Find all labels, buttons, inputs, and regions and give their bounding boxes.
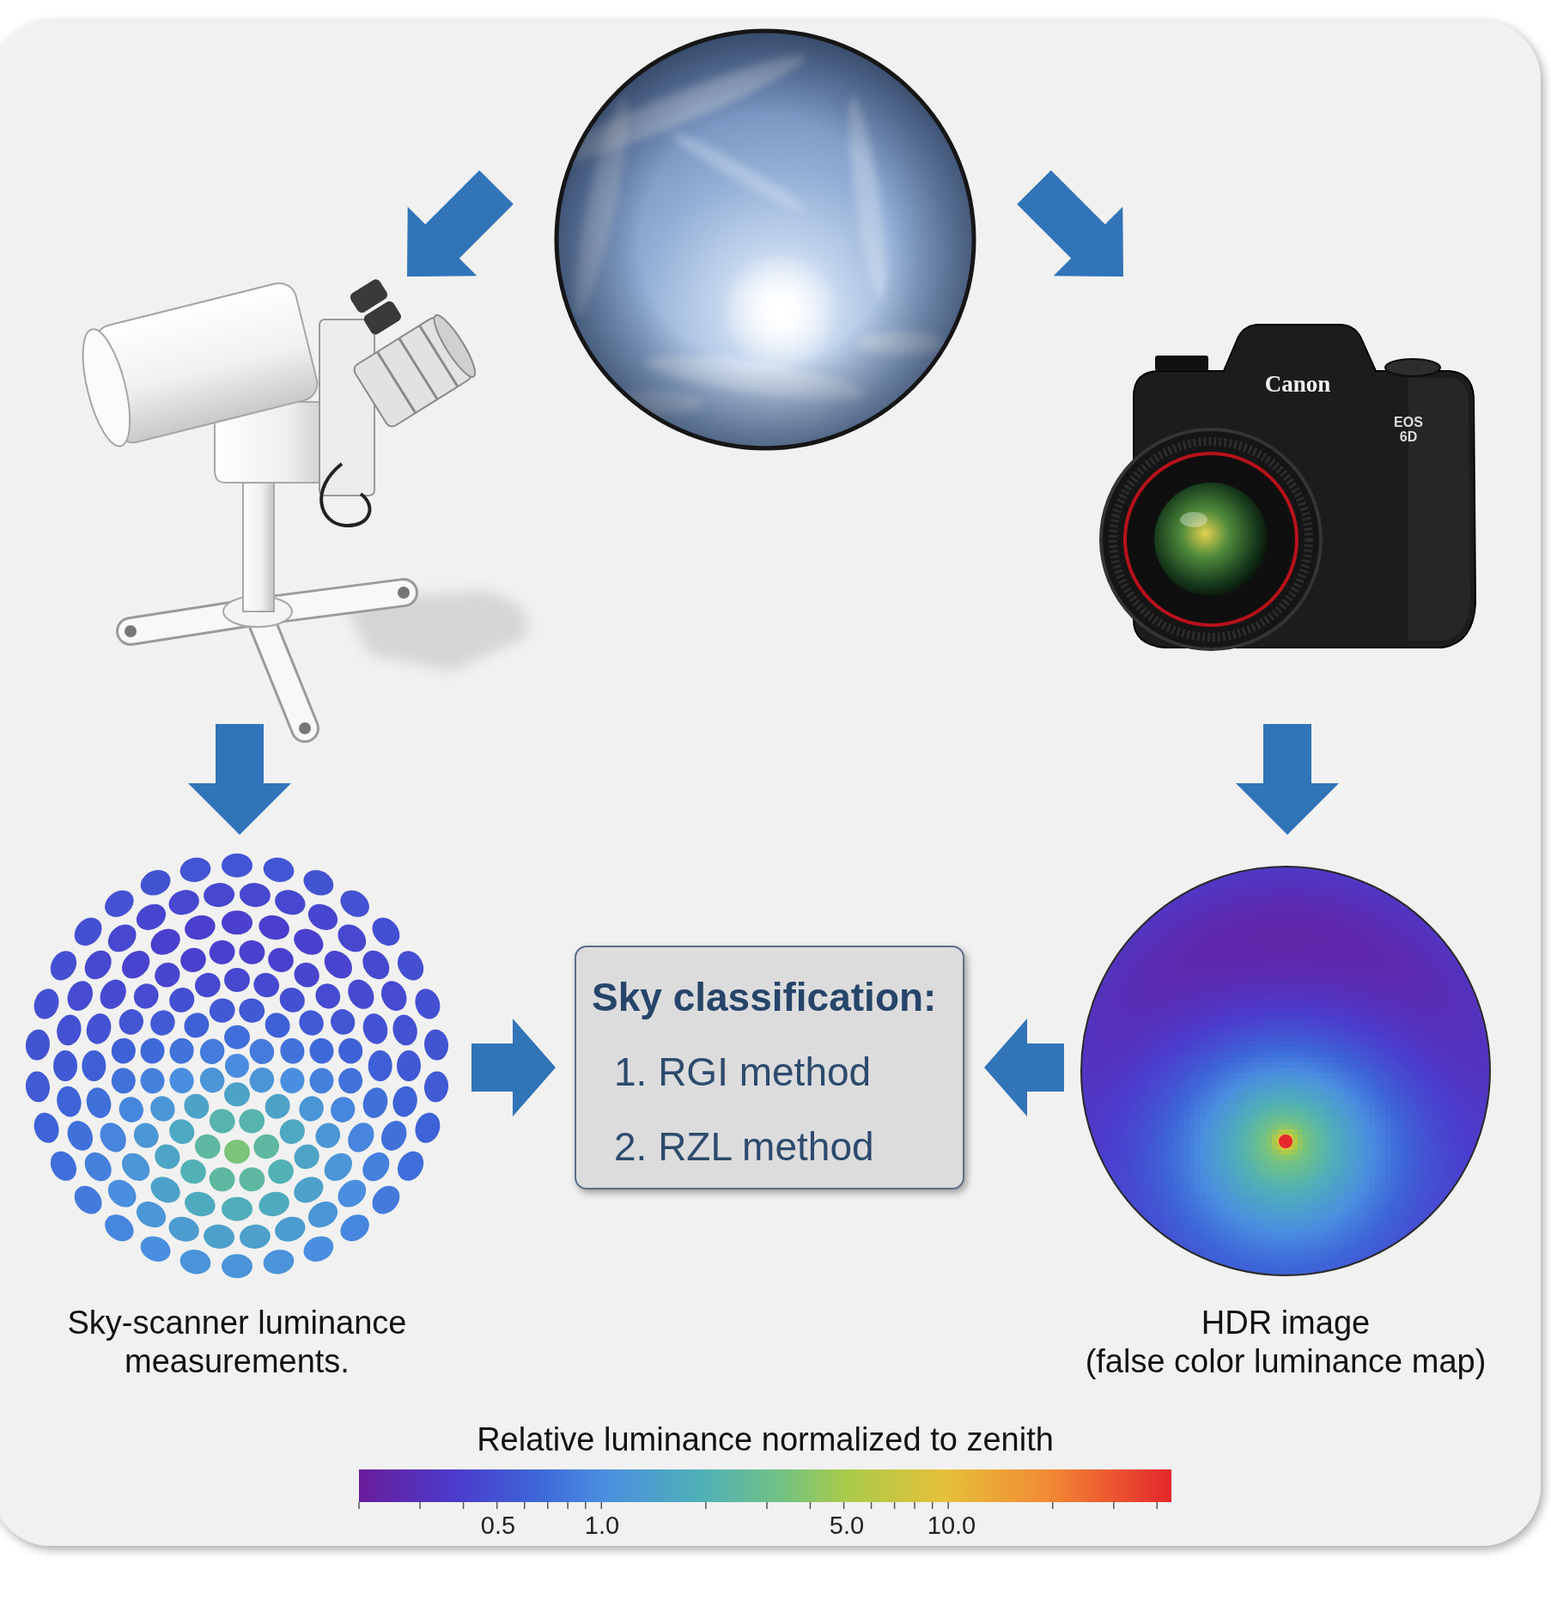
stage: Sky-scanner luminance measurements.Sky c…: [0, 0, 1551, 1600]
